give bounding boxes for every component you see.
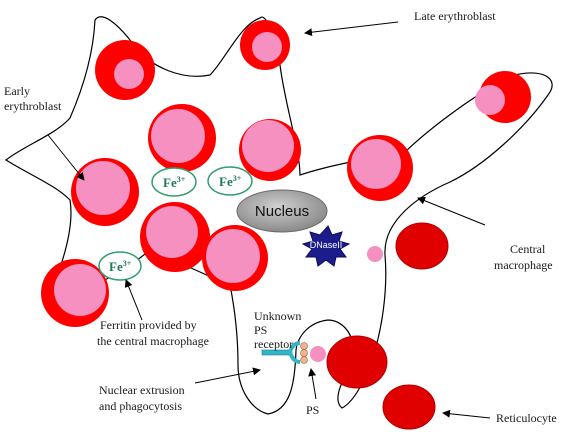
erythroblast-bottom-left xyxy=(41,259,109,327)
arrow-reticulocyte xyxy=(442,409,491,419)
ferritin-fe-3: Fe3+ xyxy=(98,251,142,281)
ferritin-fe-1: Fe3+ xyxy=(151,167,197,197)
fe-charge-1: 3+ xyxy=(177,175,186,184)
label-nuclear-extrusion-2: and phagocytosis xyxy=(99,399,182,413)
late-erythroblast-top xyxy=(240,20,290,70)
arrow-nuclear-extrusion xyxy=(194,367,261,384)
label-ferritin-1: Ferritin provided by xyxy=(100,318,197,332)
ferritin-fe-2: Fe3+ xyxy=(207,166,253,196)
erythroblast-center-low xyxy=(202,225,268,291)
arrow-late-erythroblast xyxy=(304,21,399,37)
label-central-macrophage-2: macrophage xyxy=(494,258,553,272)
early-erythroblast xyxy=(71,158,139,226)
label-unknown-ps-2: PS xyxy=(254,323,267,337)
svg-text:Fe3+: Fe3+ xyxy=(219,174,242,189)
pyrenocyte-fragment xyxy=(367,246,383,262)
fe-charge-3: 3+ xyxy=(123,259,132,268)
ps-receptor-icon xyxy=(261,341,308,364)
label-early-erythroblast-1: Early xyxy=(4,84,30,98)
erythroblast-right-pseudopod xyxy=(475,71,531,123)
dnase-label: DNaseII xyxy=(310,240,343,250)
label-central-macrophage-1: Central xyxy=(510,242,546,256)
arrow-central-macrophage xyxy=(417,196,486,226)
erythroblast-center-right xyxy=(239,119,301,181)
label-unknown-ps-3: receptor xyxy=(254,337,293,351)
label-unknown-ps-1: Unknown xyxy=(254,309,301,323)
fe-charge-2: 3+ xyxy=(233,174,242,183)
erythroblast-center xyxy=(140,202,210,272)
svg-text:Fe3+: Fe3+ xyxy=(109,259,132,274)
fe-symbol-3: Fe xyxy=(109,259,123,274)
arrow-ps xyxy=(308,368,317,400)
reticulocyte-right xyxy=(395,222,449,270)
label-reticulocyte: Reticulocyte xyxy=(496,411,557,425)
erythroblast-center-top xyxy=(148,104,216,172)
fe-symbol-1: Fe xyxy=(163,175,177,190)
starburst-enzyme-icon: DNaseII xyxy=(301,225,351,267)
fe-symbol-2: Fe xyxy=(219,174,233,189)
label-nuclear-extrusion-1: Nuclear extrusion xyxy=(99,383,185,397)
erythroblast-left-top xyxy=(95,40,155,100)
arrow-ferritin xyxy=(124,279,143,321)
label-early-erythroblast-2: erythroblast xyxy=(4,99,62,113)
label-late-erythroblast: Late erythroblast xyxy=(414,9,496,23)
nucleus-label: Nucleus xyxy=(255,203,309,220)
svg-text:Fe3+: Fe3+ xyxy=(163,175,186,190)
label-ps: PS xyxy=(306,403,319,417)
label-ferritin-2: the central macrophage xyxy=(97,334,209,348)
erythroblast-right xyxy=(347,135,413,201)
arrow-early-erythroblast xyxy=(47,134,85,181)
extruding-nucleus xyxy=(310,346,326,362)
macrophage-nucleus: Nucleus xyxy=(236,189,328,233)
reticulocyte-lower xyxy=(382,384,436,430)
reticulocyte-bottom xyxy=(326,335,388,389)
